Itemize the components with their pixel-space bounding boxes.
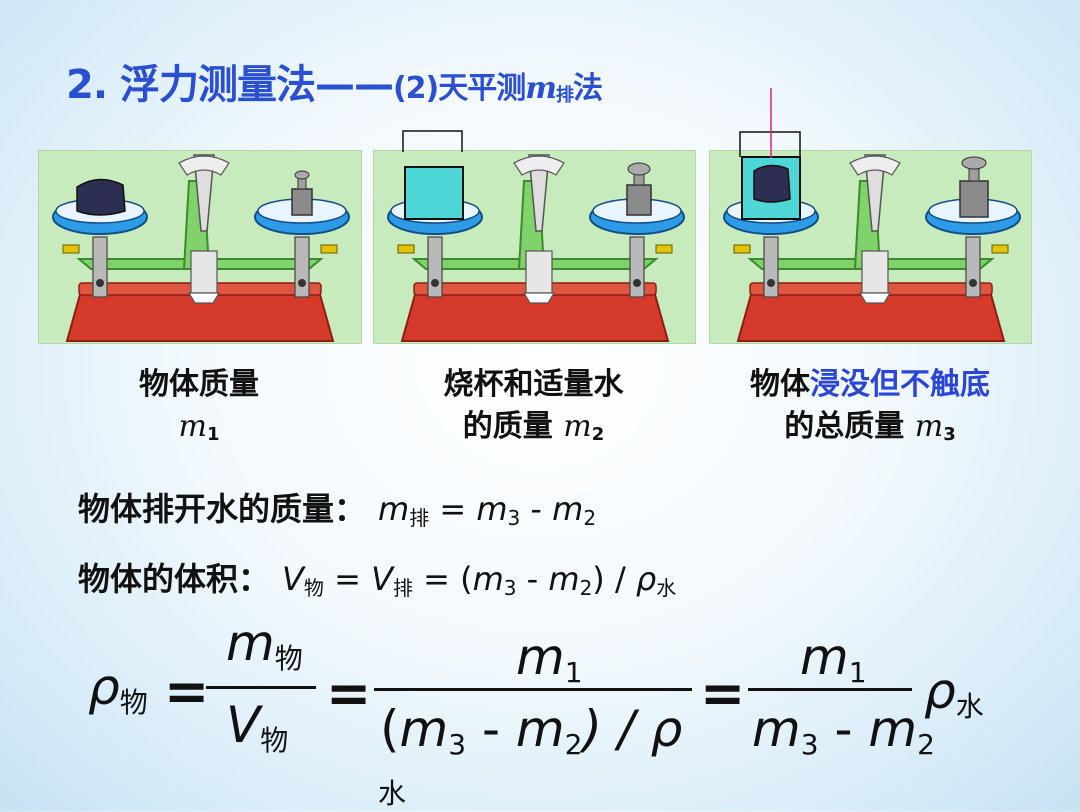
balance-panel-immersed: [709, 150, 1032, 344]
rho-water-subscript: 水: [378, 777, 407, 810]
beaker-rim-2: [402, 130, 463, 152]
equals-3: =: [700, 662, 746, 725]
slide-title: 2. 浮力测量法——(2)天平测m排法: [66, 52, 603, 110]
beaker-rim-and-thread-3: [739, 88, 801, 158]
title-main: 2. 浮力测量法——: [66, 62, 394, 108]
density-formula: ρ物 = m物 V物 = m1 (m3 - m2) / ρ 水 = m1 m3 …: [0, 610, 1080, 810]
equals-1: =: [164, 660, 210, 723]
fraction1-numerator: m物: [226, 614, 303, 675]
rho-object: ρ物: [88, 658, 148, 719]
fraction1-denominator: V物: [226, 696, 289, 757]
fraction3-denominator: m3 - m2: [752, 700, 935, 761]
balance-illustration-1: [52, 154, 350, 342]
equals-2: =: [326, 662, 372, 725]
balance-panel-object: [38, 150, 362, 344]
caption-m1: 物体质量 m1: [139, 367, 259, 445]
fraction3-bar: [748, 688, 912, 691]
volume-line: 物体的体积：V物 = V排 = (m3 - m2) / ρ水: [78, 560, 677, 600]
rho-water: ρ水: [924, 662, 984, 723]
displaced-mass-line: 物体排开水的质量：m排 = m3 - m2: [78, 490, 597, 530]
balance-illustration-2: [387, 154, 685, 342]
caption-m3: 物体浸没但不触底 的总质量 m3: [750, 367, 990, 445]
fraction1-bar: [206, 686, 316, 689]
fraction2-denominator: (m3 - m2) / ρ: [380, 700, 683, 761]
fraction2-numerator: m1: [516, 628, 583, 689]
highlight-text: 浸没但不触底: [810, 367, 990, 402]
caption-m2: 烧杯和适量水 的质量 m2: [443, 367, 624, 445]
title-sub: (2)天平测m排法: [392, 71, 603, 106]
balance-panel-beaker: [373, 150, 696, 344]
fraction3-numerator: m1: [800, 628, 867, 689]
balance-illustration-3: [723, 154, 1021, 342]
fraction2-bar: [374, 688, 692, 691]
